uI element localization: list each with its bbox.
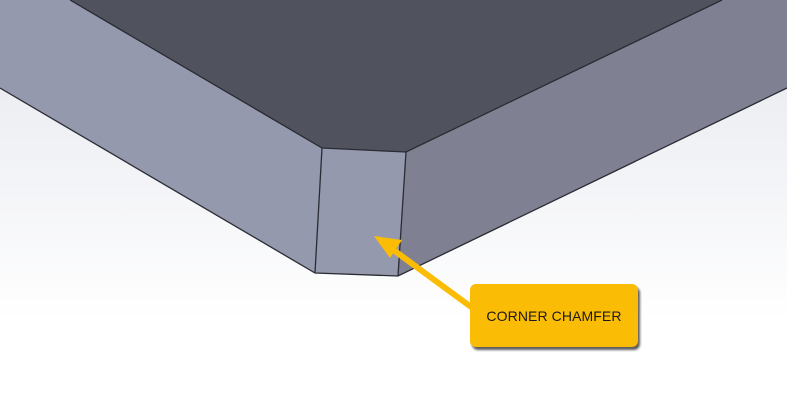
- model-edges: [0, 0, 787, 277]
- right-side-face: [398, 0, 787, 276]
- top-face: [70, 0, 722, 152]
- callout-label: CORNER CHAMFER: [486, 307, 622, 324]
- corner-chamfer-callout: CORNER CHAMFER: [470, 284, 638, 347]
- callout-arrow-icon: [374, 236, 480, 315]
- left-side-face: [0, 0, 322, 273]
- chamfer-face: [315, 148, 406, 276]
